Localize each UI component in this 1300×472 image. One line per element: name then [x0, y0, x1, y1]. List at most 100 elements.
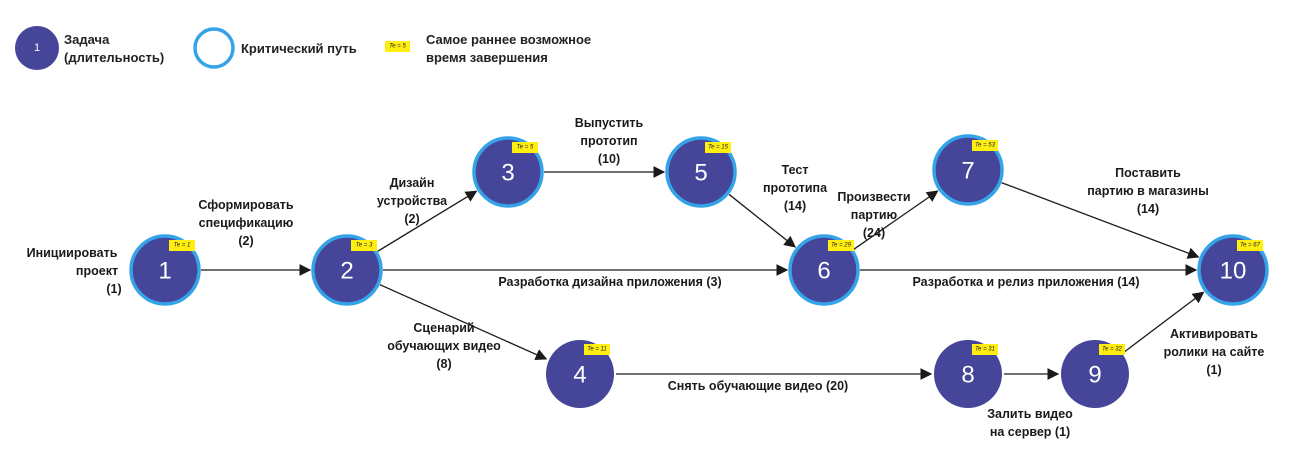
node-5-te-badge [705, 142, 731, 153]
start-label-line3: (1) [106, 282, 121, 296]
node-9-te-text: Te = 32 [1102, 347, 1123, 353]
node-4-te-text: Te = 11 [587, 347, 607, 353]
edge-label-9-10-line1: Активировать [1170, 327, 1258, 341]
edge-label-6-7-line1: Произвести [837, 190, 910, 204]
start-label-line2: проект [76, 264, 118, 278]
legend-te-badge [385, 41, 410, 52]
node-9: 9 Te = 32 [1061, 340, 1129, 408]
node-6-number: 6 [817, 258, 830, 285]
node-5: 5 Te = 15 [665, 136, 737, 208]
edge-label-3-5-line3: (10) [598, 152, 620, 166]
node-3-circle [472, 136, 544, 208]
node-4-number: 4 [573, 362, 586, 389]
edges-layer [201, 166, 1205, 380]
legend-critical-label: Критический путь [241, 41, 357, 56]
node-4-circle [546, 340, 614, 408]
edge-labels-layer: Сформировать спецификацию (2) Дизайн устройс… [198, 116, 1264, 439]
legend-task-number: 1 [34, 42, 40, 54]
node-6-te-text: Te = 29 [831, 243, 852, 249]
edge-label-7-10-line3: (14) [1137, 202, 1159, 216]
node-2-number: 2 [340, 258, 353, 285]
node-2: 2Te = 3 [311, 234, 383, 306]
edge-label-8-9-line2: на сервер (1) [990, 425, 1070, 439]
node-3-te-text: Te = 5 [517, 145, 534, 151]
node-6: 6 Te = 29 [788, 234, 860, 306]
edge-label-5-6-line3: (14) [784, 199, 806, 213]
edge-label-9-10-line3: (1) [1206, 363, 1221, 377]
node-7-te-text: Te = 53 [975, 143, 996, 149]
legend-task-label-line2: (длительность) [64, 50, 164, 65]
edge-label-2-4-line2: обучающих видео [387, 339, 501, 353]
start-label-line1: Инициировать [27, 246, 118, 260]
edge-label-1-2-line3: (2) [238, 234, 253, 248]
node-9-circle [1061, 340, 1129, 408]
node-7-number: 7 [961, 158, 974, 185]
node-4-te-badge [584, 344, 610, 355]
legend-te-label-line2: время завершения [426, 50, 548, 65]
edge-label-4-8-line1: Снять обучающие видео (20) [668, 379, 848, 393]
node-2-te-badge [351, 240, 377, 251]
node-8-te-badge [972, 344, 998, 355]
node-7: 7 Te = 53 [932, 134, 1004, 206]
node-4: 4 Te = 11 [546, 340, 614, 408]
edge-label-3-5-line2: прототип [580, 134, 637, 148]
edge-label-8-9-line1: Залить видео [987, 407, 1073, 421]
node-9-number: 9 [1088, 362, 1101, 389]
node-3-te-badge [512, 142, 538, 153]
node-10-circle [1197, 234, 1269, 306]
legend-te-label-line1: Самое раннее возможное [426, 32, 591, 47]
edge-6-7 [853, 190, 939, 250]
node-6-circle [788, 234, 860, 306]
edge-2-4 [379, 284, 548, 360]
node-3: 3 Te = 5 [472, 136, 544, 208]
legend-task-circle [15, 26, 59, 70]
edge-label-7-10-line1: Поставить [1115, 166, 1181, 180]
node-8: 8 Te = 31 [934, 340, 1002, 408]
edge-label-1-2-line1: Сформировать [198, 198, 294, 212]
node-2-circle [311, 234, 383, 306]
edge-label-2-3-line3: (2) [404, 212, 419, 226]
legend: 1 Задача (длительность) Критический путь… [15, 26, 591, 70]
node-1: 1 Te = 1 [129, 234, 201, 306]
node-1-number: 1 [158, 258, 171, 285]
legend-task-label-line1: Задача [64, 32, 110, 47]
edge-label-5-6-line2: прототипа [763, 181, 828, 195]
node-9-te-badge [1099, 344, 1125, 355]
node-10-te-text: Te = 67 [1240, 243, 1261, 249]
edge-label-2-3-line2: устройства [377, 194, 448, 208]
start-label: Инициировать проект (1) [27, 246, 122, 296]
edge-label-6-7-line3: (24) [863, 226, 885, 240]
legend-te-sample: Te = 5 [389, 44, 406, 50]
edge-label-3-5-line1: Выпустить [575, 116, 644, 130]
node-5-number: 5 [694, 160, 707, 187]
edge-label-6-7-line2: партию [851, 208, 898, 222]
edge-7-10 [1001, 182, 1200, 259]
edge-label-2-4-line1: Сценарий [413, 321, 474, 335]
edge-9-10 [1123, 291, 1205, 353]
edge-label-1-2-line2: спецификацию [199, 216, 294, 230]
edge-label-7-10-line2: партию в магазины [1087, 184, 1209, 198]
edge-label-2-6-line1: Разработка дизайна приложения (3) [498, 275, 721, 289]
edge-label-9-10-line2: ролики на сайте [1164, 345, 1265, 359]
node-10-number: 10 [1220, 258, 1247, 285]
legend-critical-circle [193, 27, 235, 69]
edge-2-3 [377, 190, 478, 252]
node-6-te-badge [828, 240, 854, 251]
node-1-circle [129, 234, 201, 306]
node-1-te-text: Te = 1 [174, 243, 191, 249]
node-3-number: 3 [501, 160, 514, 187]
node-1-te-badge [169, 240, 195, 251]
node-5-circle [665, 136, 737, 208]
node-8-circle [934, 340, 1002, 408]
edge-label-2-3-line1: Дизайн [390, 176, 435, 190]
node-8-number: 8 [961, 362, 974, 389]
edge-5-6 [728, 193, 796, 248]
node-10: 10 Te = 67 [1197, 234, 1269, 306]
node-10-te-badge [1237, 240, 1263, 251]
node-5-te-text: Te = 15 [708, 145, 729, 151]
edge-label-6-10-line1: Разработка и релиз приложения (14) [913, 275, 1140, 289]
node-8-te-text: Te = 31 [975, 347, 995, 353]
edge-label-5-6-line1: Тест [782, 163, 809, 177]
node-7-circle [932, 134, 1004, 206]
